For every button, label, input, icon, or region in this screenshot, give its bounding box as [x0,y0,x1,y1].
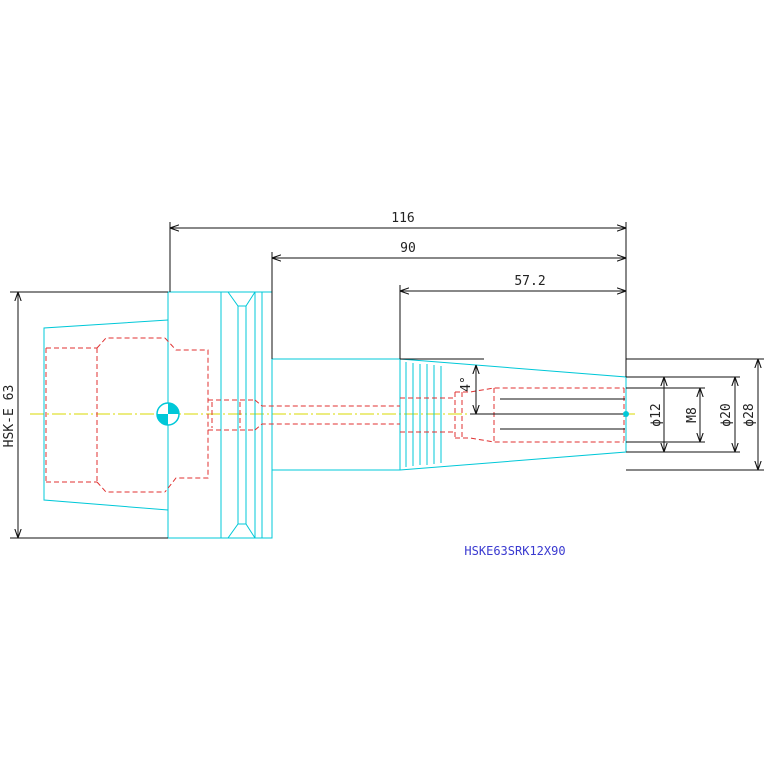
hsk-taper [43,319,169,511]
hidden-lines [45,337,625,493]
dim-nose-length: 57.2 [514,274,545,289]
dim-tip-diameter: ϕ20 [719,403,734,426]
dim-total-length: 116 [391,211,414,226]
dim-taper-angle: 4° [459,376,474,392]
dim-flange-spec: HSK-E 63 [2,385,17,448]
flange [167,291,273,539]
part-number-label: HSKE63SRK12X90 [464,544,565,558]
dim-body-diameter: ϕ28 [742,403,757,426]
tip-point-icon [623,411,629,417]
dim-shank-length: 90 [400,241,416,256]
gauge-point-icon [156,402,180,426]
shank-body [272,358,627,471]
dim-bore-diameter: ϕ12 [649,403,664,426]
thread-lines [470,398,625,430]
dim-thread: M8 [685,407,700,423]
dimension-lines [10,222,764,539]
